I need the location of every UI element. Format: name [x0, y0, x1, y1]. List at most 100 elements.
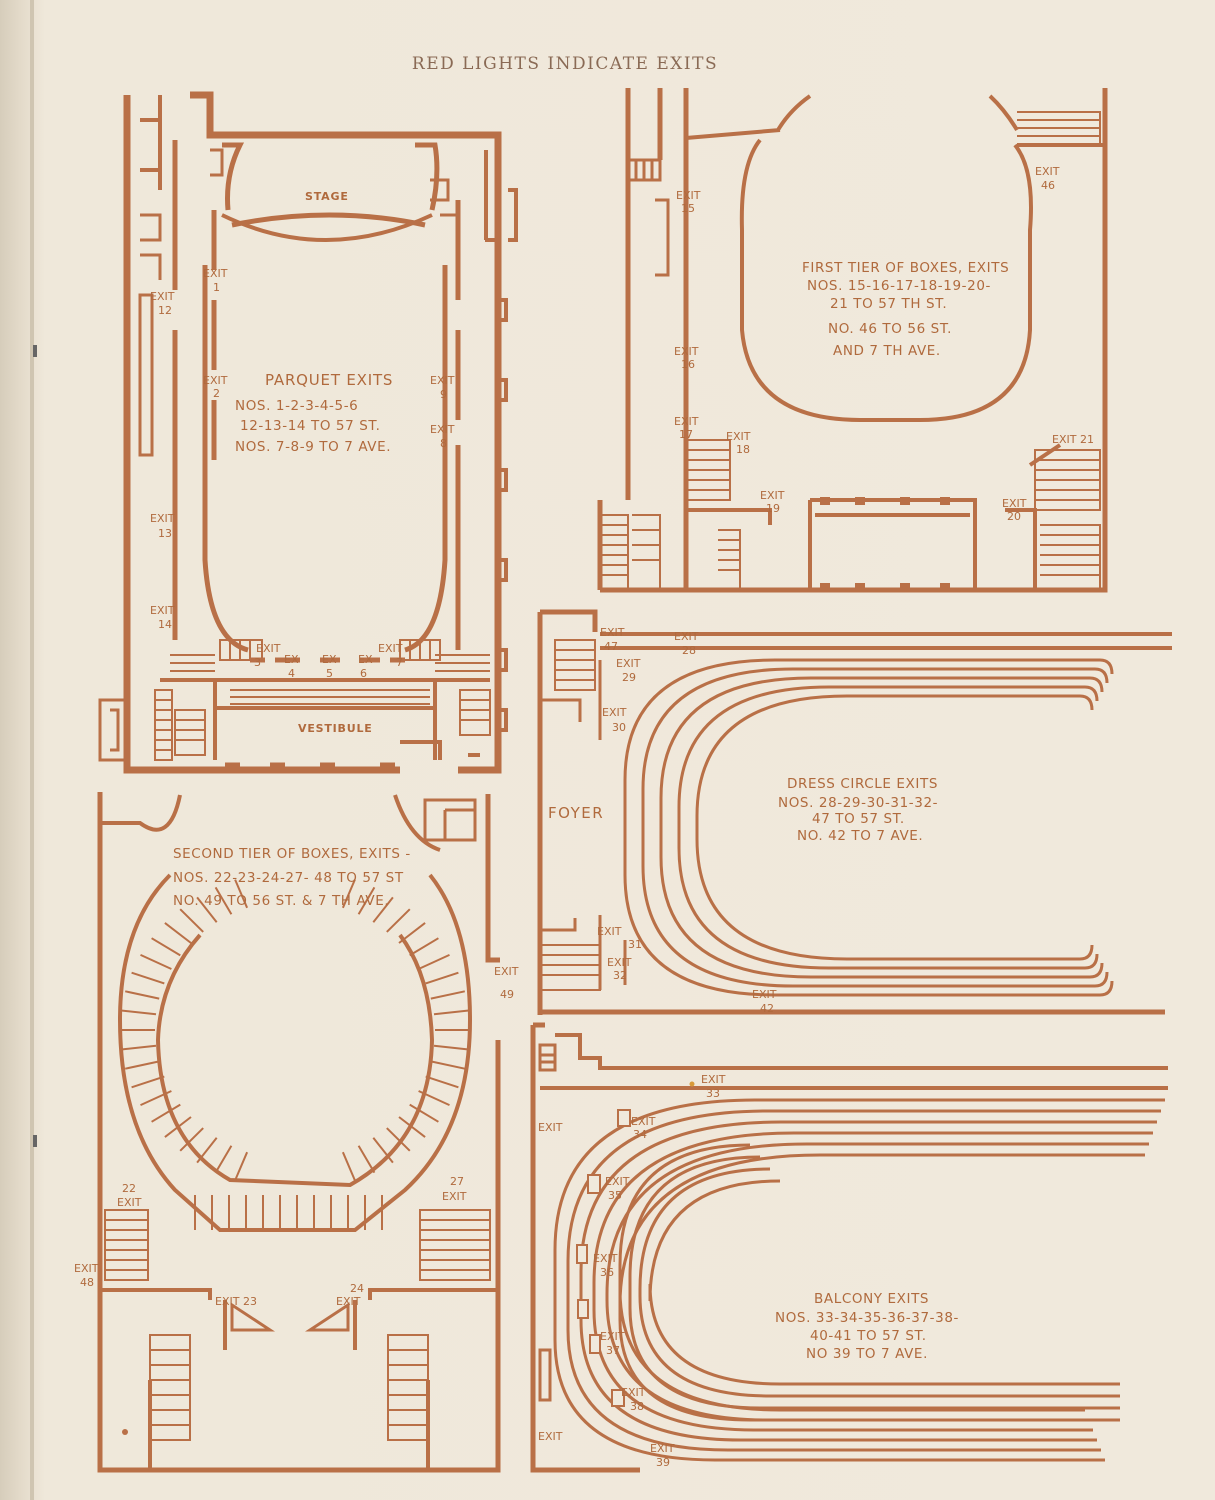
box-partition	[372, 1137, 394, 1164]
box-partition	[409, 1103, 439, 1123]
row-end	[1089, 676, 1104, 693]
box-partition	[131, 971, 165, 985]
seating-row	[677, 685, 1085, 970]
exit-number: 24	[350, 1282, 364, 1295]
row-end	[1084, 685, 1099, 702]
exit-number: 48	[80, 1276, 94, 1289]
second-tier-title: SECOND TIER OF BOXES, EXITS -	[173, 846, 411, 862]
exit-label: EXIT	[676, 189, 701, 202]
row-end	[1094, 971, 1109, 988]
first-tier-line: 21 TO 57 TH ST.	[830, 296, 947, 312]
seating-row	[592, 1131, 1153, 1432]
box-partition	[418, 953, 450, 970]
row-end	[1084, 953, 1099, 970]
box-partition	[214, 1145, 233, 1174]
seating-row	[641, 667, 1095, 988]
exit-label: EXIT	[760, 489, 785, 502]
exit-number: 49	[500, 988, 514, 1001]
box-partition	[386, 1127, 411, 1152]
second-tier-boxes	[120, 879, 470, 1230]
box-partition	[234, 1151, 249, 1181]
exit-number: 34	[633, 1128, 647, 1141]
first-tier-plan: FIRST TIER OF BOXES, EXITS NOS. 15-16-17…	[597, 88, 1108, 593]
exit-number: 8	[440, 437, 447, 450]
exit-number: 13	[158, 527, 172, 540]
box-partition	[121, 1044, 157, 1051]
exit-number: 2	[213, 387, 220, 400]
second-tier-line: NO. 49 TO 56 ST. & 7 TH AVE.	[173, 893, 389, 909]
exit-label: EXIT	[74, 1262, 99, 1275]
exit-label: EXIT	[538, 1430, 563, 1443]
box-partition	[124, 1060, 160, 1070]
exit-label: EXIT	[674, 630, 699, 643]
exit-label: EXIT	[605, 1175, 630, 1188]
first-tier-line: AND 7 TH AVE.	[833, 343, 941, 359]
seating-row	[695, 694, 1080, 961]
exit-number: 37	[606, 1344, 620, 1357]
exit-number: 1	[213, 281, 220, 294]
exit-number: 6	[360, 667, 367, 680]
exit-label: EXIT	[600, 1330, 625, 1343]
box-partition	[357, 1145, 376, 1174]
exit-label: EX	[284, 653, 299, 666]
second-tier-plan: SECOND TIER OF BOXES, EXITS - NOS. 22-23…	[74, 792, 519, 1473]
dress-circle-line: 47 TO 57 ST.	[812, 811, 905, 827]
exit-label: EX	[358, 653, 373, 666]
exit-label: EXIT	[600, 626, 625, 639]
exit-number: 38	[630, 1400, 644, 1413]
exit-label: EXIT	[442, 1190, 467, 1203]
exit-label: EXIT	[538, 1121, 563, 1134]
box-partition	[430, 990, 466, 1000]
exit-number: 19	[766, 502, 780, 515]
box-partition	[409, 937, 439, 957]
exit-label: EXIT	[430, 374, 455, 387]
foyer-label: FOYER	[548, 804, 604, 822]
box-partition	[425, 1075, 459, 1089]
row-end	[1099, 980, 1114, 997]
seating-row	[566, 1109, 1161, 1452]
box-partition	[234, 879, 249, 909]
dress-circle-title: DRESS CIRCLE EXITS	[787, 776, 938, 792]
exit-label: EXIT	[621, 1386, 646, 1399]
seating-row	[579, 1120, 1157, 1442]
inner-row	[648, 1179, 1120, 1386]
seating-row	[618, 1153, 1145, 1412]
box-partition	[196, 1137, 218, 1164]
balcony-line: 40-41 TO 57 ST.	[810, 1328, 927, 1344]
first-tier-title: FIRST TIER OF BOXES, EXITS	[802, 260, 1009, 276]
exit-number: 28	[682, 644, 696, 657]
box-partition	[357, 886, 376, 915]
exit-number: 20	[1007, 510, 1021, 523]
exit-label: EXIT	[752, 988, 777, 1001]
box-partition	[179, 908, 204, 933]
box-partition	[151, 1103, 181, 1123]
box-partition	[151, 937, 181, 957]
box-partition	[140, 953, 172, 970]
parquet-line: NOS. 1-2-3-4-5-6	[235, 398, 358, 414]
exit-label: EXIT	[1002, 497, 1027, 510]
exit-label: EXIT	[631, 1115, 656, 1128]
box-partition	[372, 896, 394, 923]
first-tier-line: NO. 46 TO 56 ST.	[828, 321, 952, 337]
exit-number: 5	[326, 667, 333, 680]
exit-number: 47	[604, 640, 618, 653]
exit-number: 46	[1041, 179, 1055, 192]
box-partition	[214, 886, 233, 915]
box-partition	[418, 1090, 450, 1107]
page-header: RED LIGHTS INDICATE EXITS	[411, 54, 719, 74]
exit-number: 3	[254, 656, 261, 669]
binding-marks	[30, 0, 37, 1500]
exit-label: EXIT	[203, 267, 228, 280]
exit-label: EXIT	[674, 415, 699, 428]
row-end	[1089, 962, 1104, 979]
row-end	[1079, 694, 1094, 711]
exit-label: EXIT	[607, 956, 632, 969]
exit-label: EXIT	[256, 642, 281, 655]
box-partition	[433, 1044, 469, 1051]
box-partition	[398, 1116, 426, 1138]
exit-label: EXIT	[701, 1073, 726, 1086]
dress-circle-line: NOS. 28-29-30-31-32-	[778, 795, 938, 811]
dress-circle-rows	[623, 658, 1114, 997]
exit-number: 39	[656, 1456, 670, 1469]
